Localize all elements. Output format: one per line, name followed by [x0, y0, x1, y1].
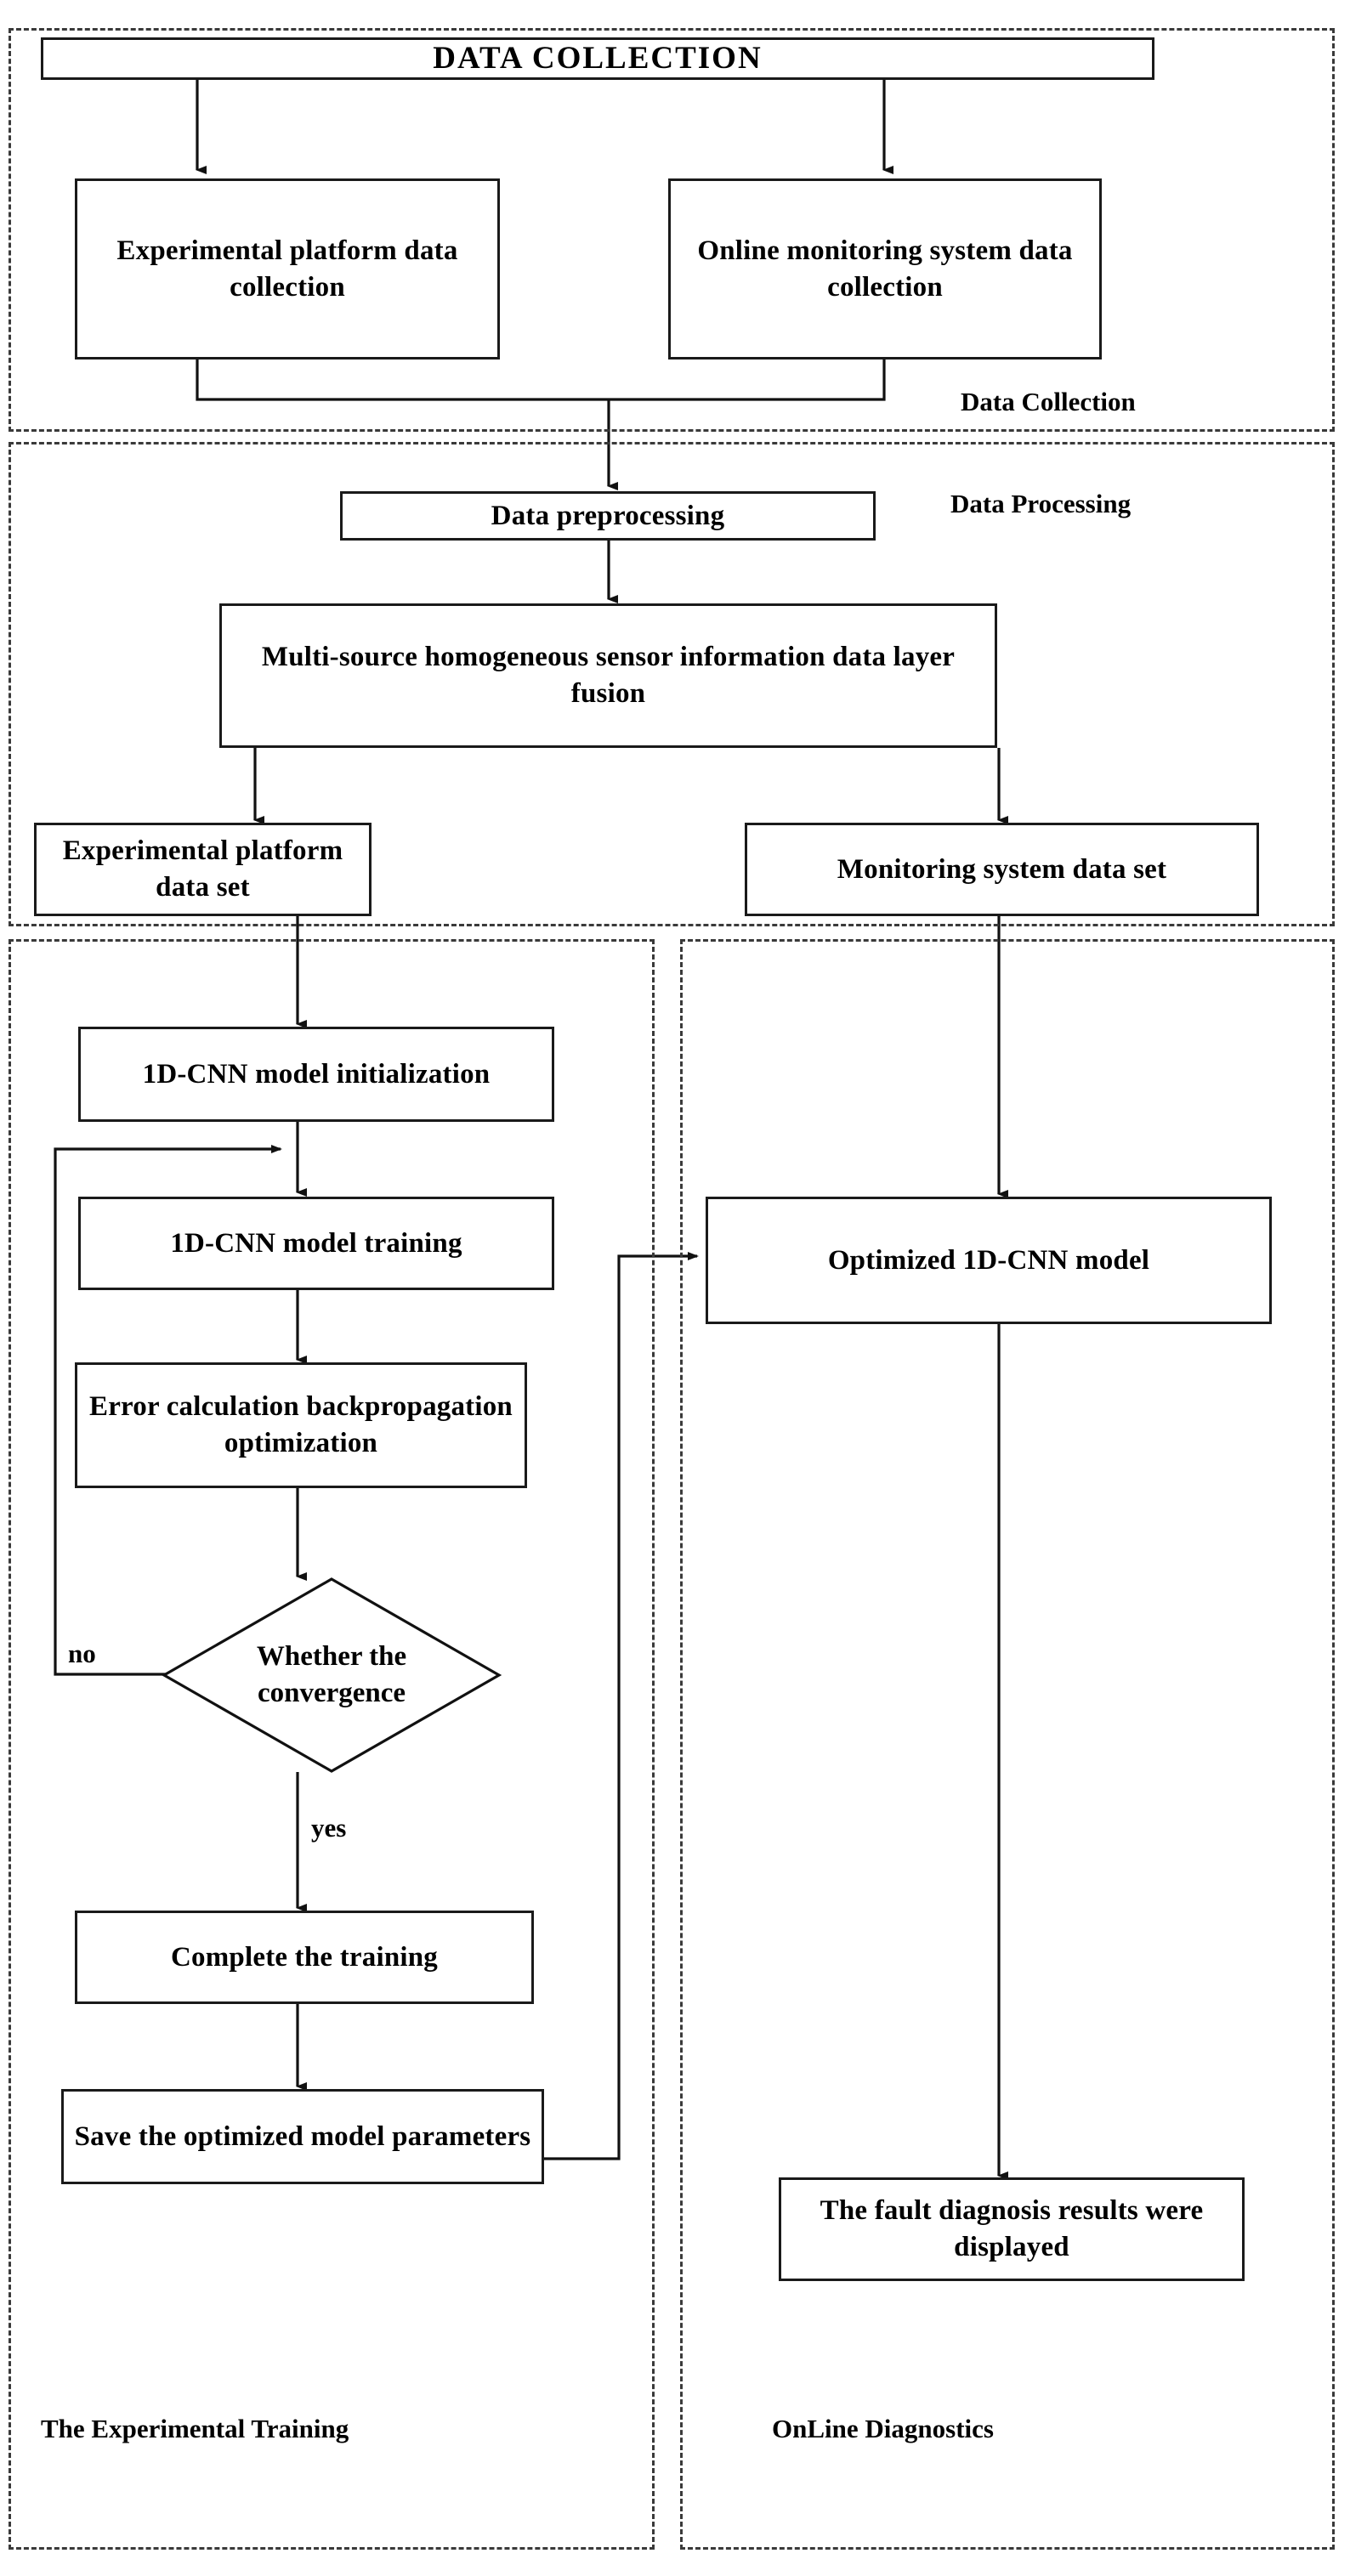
node-save-parameters[interactable]: Save the optimized model parameters [61, 2089, 544, 2184]
node-experimental-platform-collection[interactable]: Experimental platform data collection [75, 178, 500, 360]
node-label-cnn-initialization: 1D-CNN model initialization [142, 1058, 491, 1090]
node-data-collection-header[interactable]: DATA COLLECTION [41, 37, 1154, 80]
node-complete-training[interactable]: Complete the training [75, 1911, 534, 2004]
diamond-shape [162, 1577, 502, 1773]
node-label-data-preprocessing: Data preprocessing [491, 500, 725, 531]
edge-decision-no-loop [54, 1145, 282, 1676]
group-caption-data-collection: Data Collection [961, 387, 1136, 416]
node-label-convergence-decision: Whether the convergence [256, 1641, 407, 1708]
edge-experimental-merge [196, 360, 609, 401]
group-caption-experimental-training: The Experimental Training [41, 2414, 349, 2443]
edge-label-no: no [68, 1639, 96, 1668]
node-experimental-dataset[interactable]: Experimental platform data set [34, 823, 372, 916]
node-label-cnn-training: 1D-CNN model training [170, 1227, 462, 1259]
node-label-experimental-dataset: Experimental platform data set [62, 835, 343, 903]
group-caption-data-processing: Data Processing [950, 489, 1132, 518]
node-sensor-fusion[interactable]: Multi-source homogeneous sensor informat… [219, 603, 997, 748]
node-label-online-monitoring-collection: Online monitoring system data collection [697, 235, 1073, 303]
edge-save-to-optimized-model [544, 1252, 699, 2160]
node-label-monitoring-dataset: Monitoring system data set [837, 853, 1167, 885]
node-monitoring-dataset[interactable]: Monitoring system data set [745, 823, 1259, 916]
node-fault-results[interactable]: The fault diagnosis results were display… [779, 2177, 1245, 2281]
node-optimized-model[interactable]: Optimized 1D-CNN model [706, 1197, 1272, 1324]
edge-online-merge [609, 360, 886, 401]
node-data-preprocessing[interactable]: Data preprocessing [340, 491, 876, 541]
node-online-monitoring-collection[interactable]: Online monitoring system data collection [668, 178, 1102, 360]
node-label-sensor-fusion: Multi-source homogeneous sensor informat… [261, 642, 956, 709]
group-caption-online-diagnostics: OnLine Diagnostics [772, 2414, 994, 2443]
node-error-backpropagation[interactable]: Error calculation backpropagation optimi… [75, 1362, 527, 1488]
node-label-data-collection-header: DATA COLLECTION [433, 40, 763, 76]
node-label-optimized-model: Optimized 1D-CNN model [827, 1244, 1150, 1276]
node-label-experimental-platform-collection: Experimental platform data collection [116, 235, 458, 303]
node-label-error-backpropagation: Error calculation backpropagation optimi… [89, 1391, 513, 1458]
node-label-fault-results: The fault diagnosis results were display… [820, 2195, 1204, 2262]
node-label-complete-training: Complete the training [171, 1941, 438, 1973]
node-cnn-initialization[interactable]: 1D-CNN model initialization [78, 1027, 554, 1122]
edge-label-yes: yes [311, 1813, 347, 1843]
node-label-save-parameters: Save the optimized model parameters [74, 2120, 531, 2152]
node-cnn-training[interactable]: 1D-CNN model training [78, 1197, 554, 1290]
node-convergence-decision[interactable]: Whether the convergence [162, 1577, 502, 1774]
